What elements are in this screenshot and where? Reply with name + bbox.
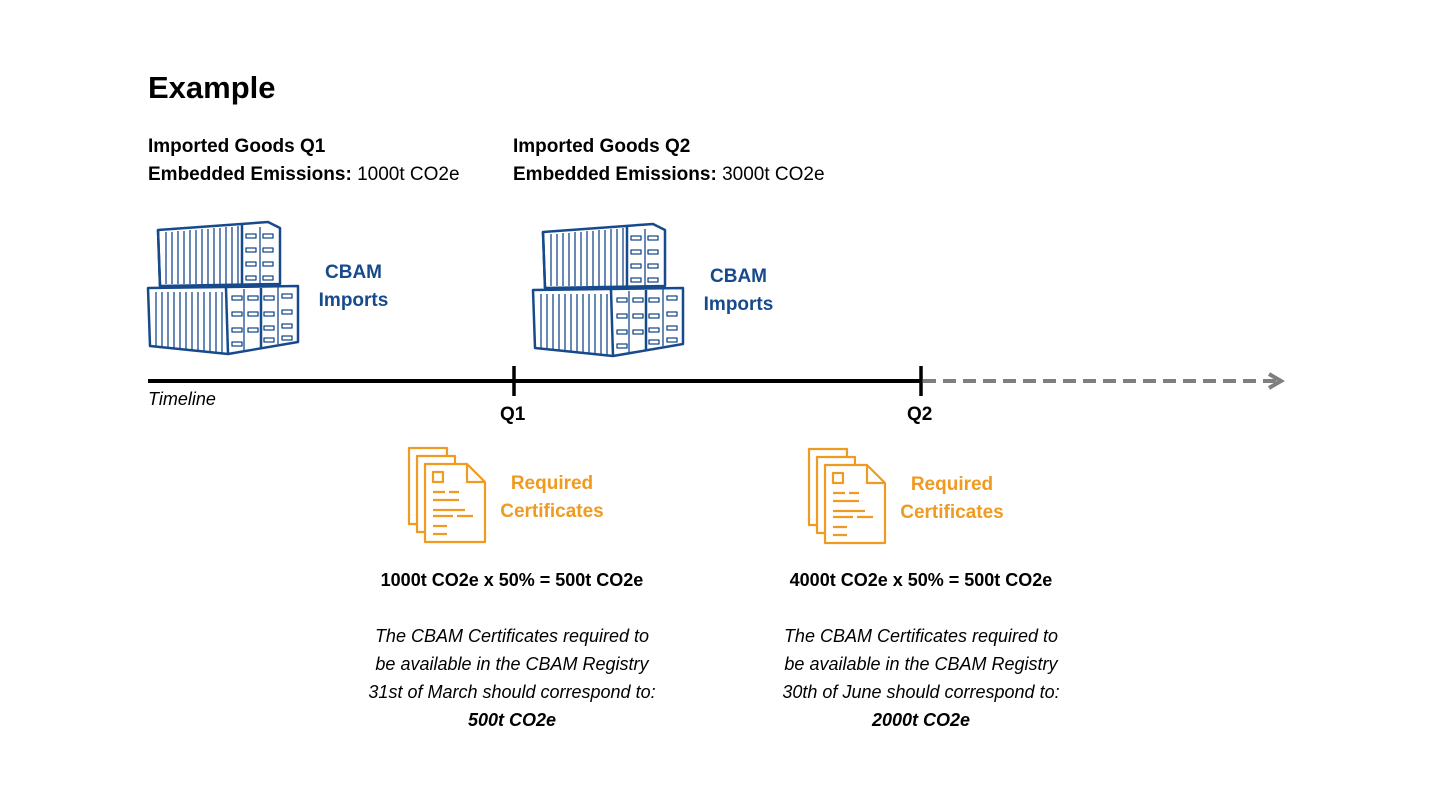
q1-equation: 1000t CO2e x 50% = 500t CO2e: [380, 570, 644, 590]
q2-cert-line1: Required: [910, 474, 994, 495]
q1-emissions-label: Embedded Emissions:: [148, 164, 352, 185]
q2-desc-line: The CBAM Certificates required to: [783, 626, 1059, 646]
q1-required-certificates-label: Required Certificates: [493, 470, 611, 526]
q1-cert-line2: Certificates: [500, 501, 604, 522]
arrow-right-icon: [1267, 372, 1285, 390]
q2-description: The CBAM Certificates required to be ava…: [741, 622, 1101, 734]
page-title: Example: [148, 70, 276, 105]
shipping-containers-icon: [531, 222, 685, 358]
q1-emissions-value: 1000t CO2e: [357, 164, 460, 185]
q1-cbam-imports-label: CBAM Imports: [316, 259, 391, 315]
q1-label: Q1: [500, 404, 526, 425]
q2-goods-label: Imported Goods Q2: [513, 136, 691, 157]
q2-imports-line1: CBAM: [710, 266, 767, 287]
q2-desc-result: 2000t CO2e: [871, 710, 971, 730]
q2-emissions-value: 3000t CO2e: [722, 164, 825, 185]
q1-desc-line: 31st of March should correspond to:: [368, 682, 656, 702]
q2-goods-info: Imported Goods Q2 Embedded Emissions: 30…: [513, 133, 825, 189]
q2-cert-line2: Certificates: [900, 502, 1004, 523]
q1-desc-result: 500t CO2e: [467, 710, 557, 730]
q1-imports-line2: Imports: [318, 290, 389, 311]
shipping-containers-icon: [146, 220, 300, 356]
q2-desc-line: 30th of June should correspond to:: [782, 682, 1060, 702]
q2-imports-line2: Imports: [703, 294, 774, 315]
q2-required-certificates-label: Required Certificates: [893, 471, 1011, 527]
q1-imports-line1: CBAM: [325, 262, 382, 283]
q2-desc-line: be available in the CBAM Registry: [784, 654, 1058, 674]
certificates-documents-icon: [407, 446, 487, 544]
q2-equation: 4000t CO2e x 50% = 500t CO2e: [789, 570, 1053, 590]
q1-desc-line: be available in the CBAM Registry: [375, 654, 649, 674]
certificates-documents-icon: [807, 447, 887, 545]
q2-cbam-imports-label: CBAM Imports: [701, 263, 776, 319]
q2-label: Q2: [907, 404, 933, 425]
q1-desc-line: The CBAM Certificates required to: [374, 626, 650, 646]
timeline-label: Timeline: [148, 389, 216, 409]
q1-goods-label: Imported Goods Q1: [148, 136, 326, 157]
q1-cert-line1: Required: [510, 473, 594, 494]
q2-emissions-label: Embedded Emissions:: [513, 164, 717, 185]
q1-description: The CBAM Certificates required to be ava…: [332, 622, 692, 734]
q1-goods-info: Imported Goods Q1 Embedded Emissions: 10…: [148, 133, 460, 189]
